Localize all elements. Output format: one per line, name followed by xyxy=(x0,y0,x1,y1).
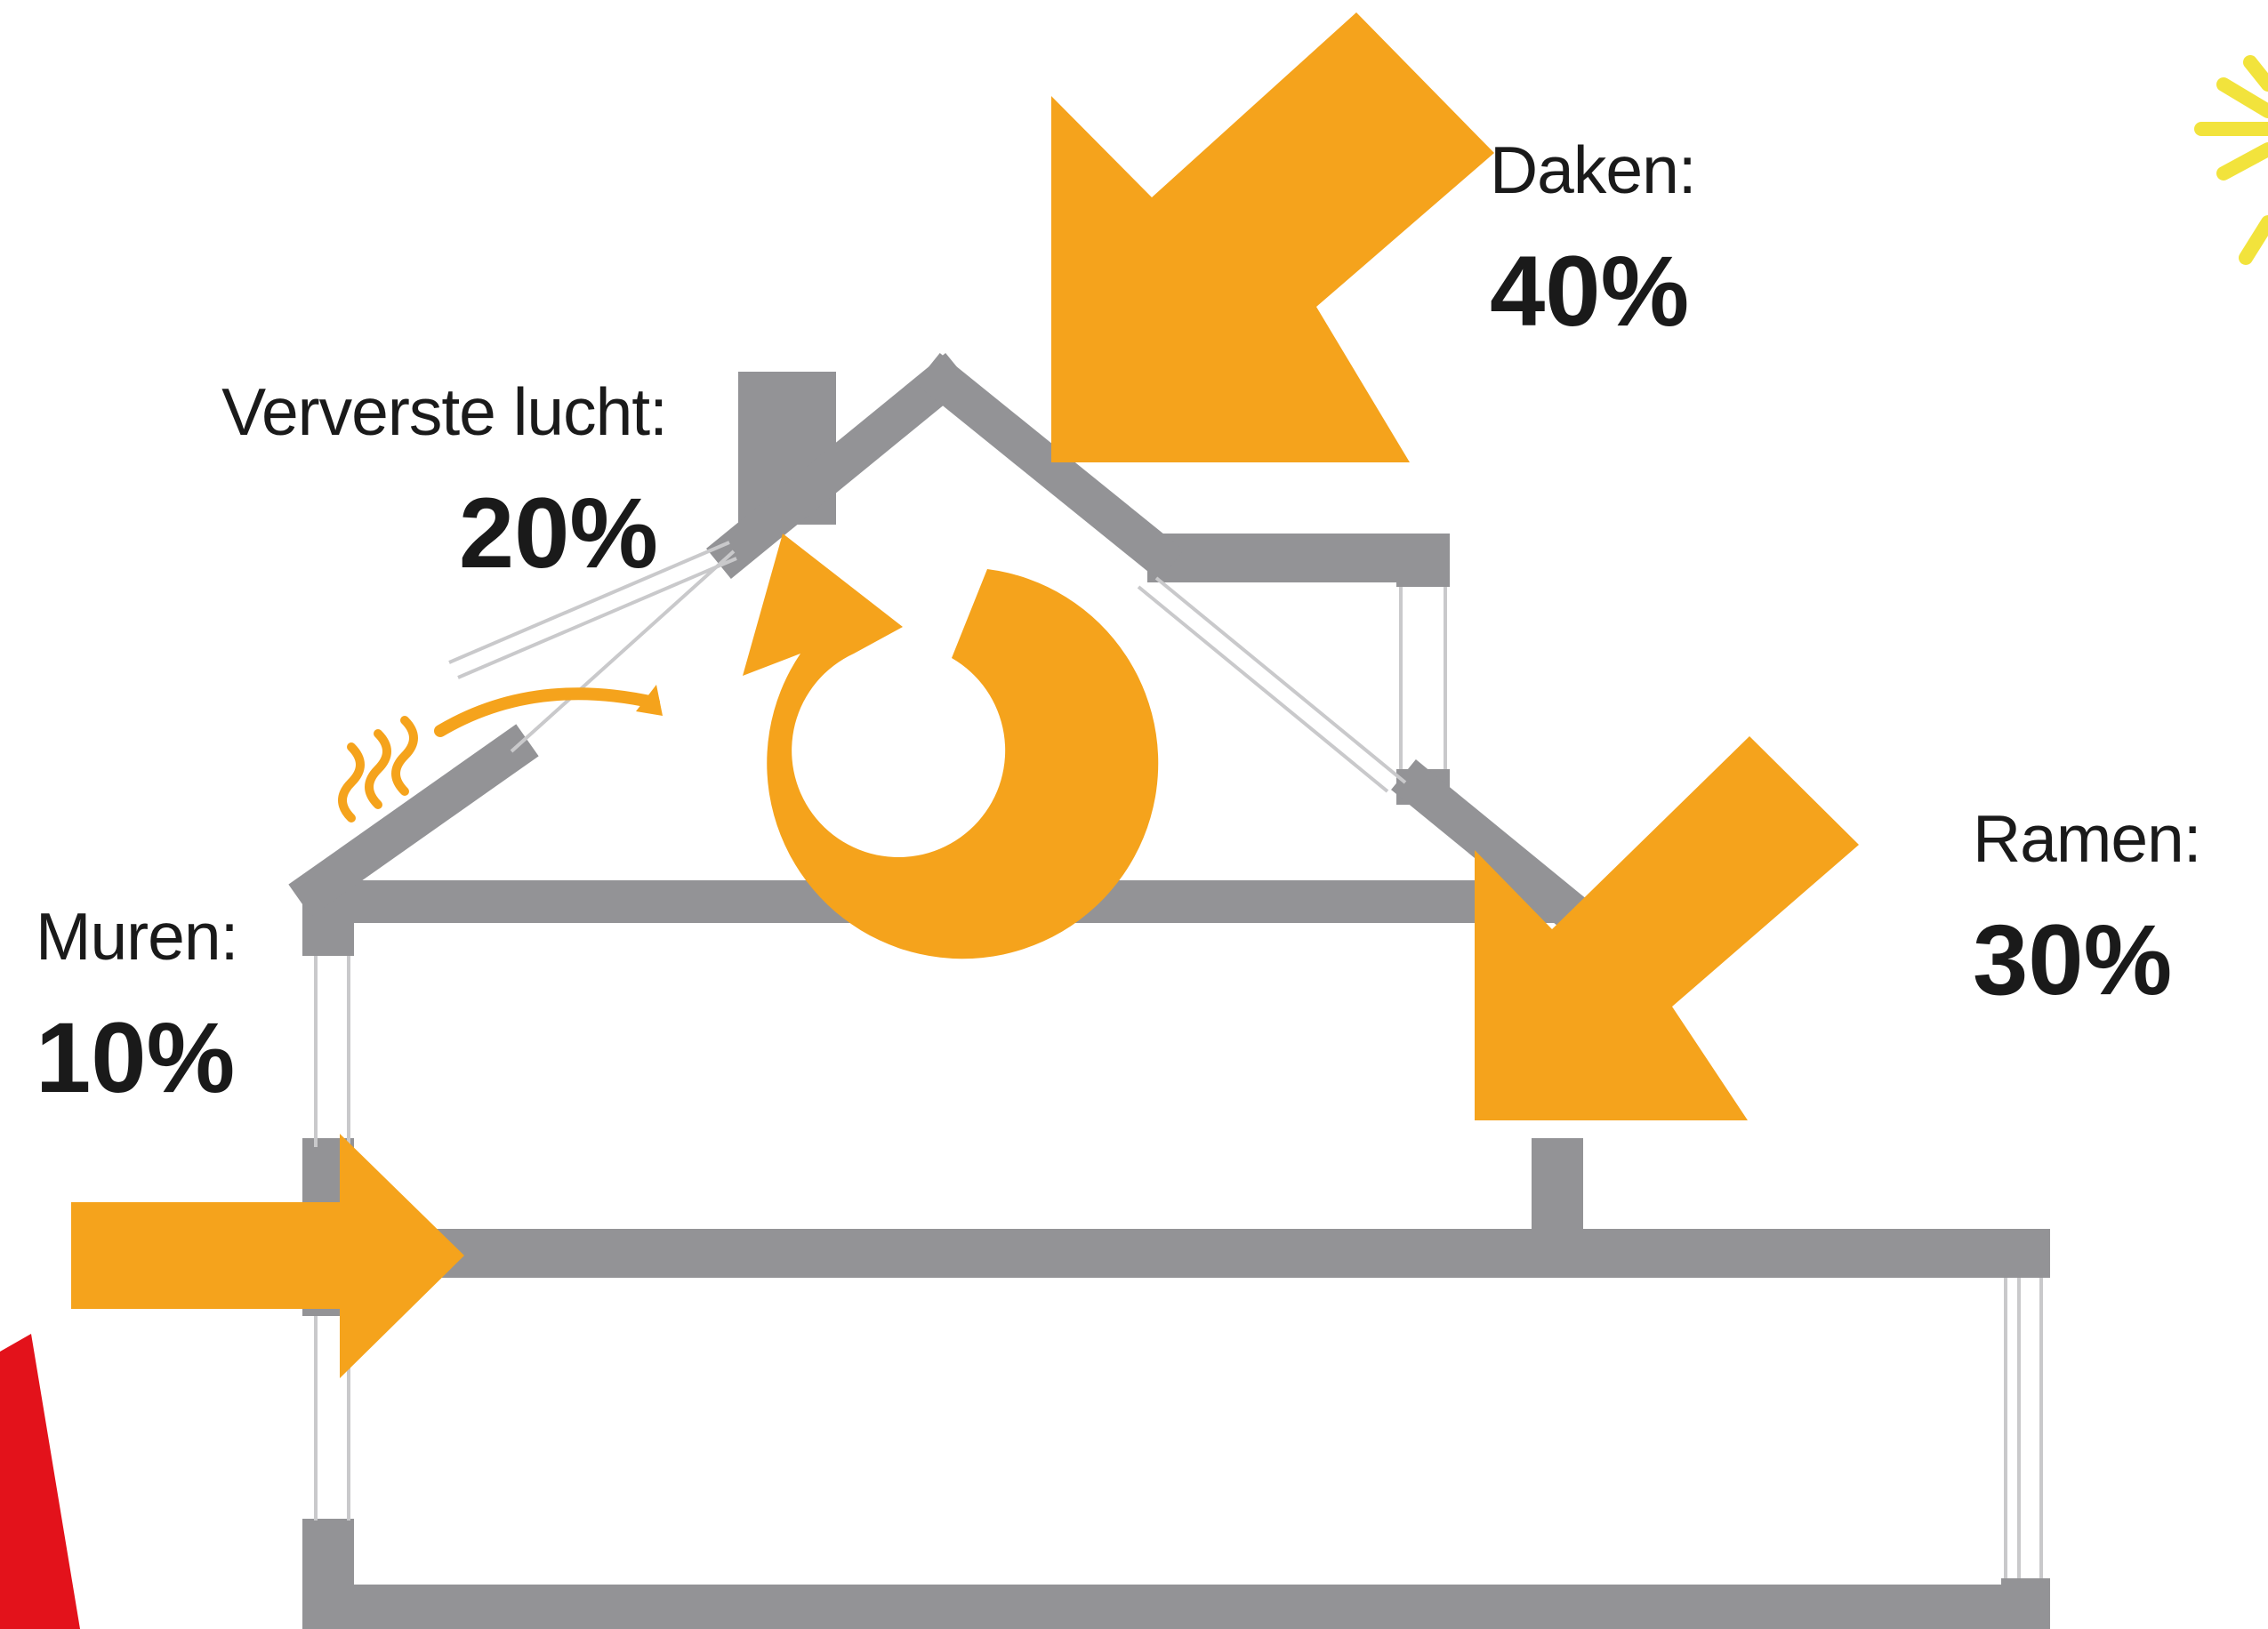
arrow-roof-icon xyxy=(1051,12,1494,462)
circular-air-arrow-icon xyxy=(743,534,1159,959)
heat-arrows xyxy=(71,12,1859,1378)
red-corner-shape xyxy=(0,1334,80,1629)
dormer-post xyxy=(1532,1138,1583,1236)
ververste-lucht-name: Ververste lucht: xyxy=(221,374,668,449)
arrow-window-icon xyxy=(1475,736,1859,1120)
ververste-lucht-value: 20% xyxy=(458,477,658,589)
muren-name: Muren: xyxy=(36,899,238,974)
window-lines xyxy=(314,541,2043,1578)
muren-value: 10% xyxy=(36,1002,236,1113)
label-daken: Daken: 40% xyxy=(1490,132,1697,347)
heat-wave-icon xyxy=(338,716,418,823)
roof-flat xyxy=(1147,534,1450,582)
arrow-wall-icon xyxy=(71,1134,464,1378)
daken-name: Daken: xyxy=(1490,132,1697,207)
label-ramen: Ramen: 30% xyxy=(1973,800,2202,1015)
ramen-name: Ramen: xyxy=(1973,801,2202,876)
airflow-curve xyxy=(434,687,660,737)
right-wall-top xyxy=(2001,1229,2050,1278)
roof-lines xyxy=(288,353,1593,935)
airflow-arrowhead xyxy=(636,685,663,716)
sun-icon xyxy=(2194,55,2268,265)
ramen-value: 30% xyxy=(1973,904,2173,1015)
middle-slab xyxy=(302,1229,2050,1278)
house-structure xyxy=(302,372,2050,1629)
left-wall-low xyxy=(302,1519,354,1629)
label-ververste-lucht: Ververste lucht: 20% xyxy=(138,373,668,589)
daken-value: 40% xyxy=(1490,236,1690,347)
right-wall-low xyxy=(2001,1578,2050,1629)
label-muren: Muren: 10% xyxy=(36,898,238,1113)
ground-slab xyxy=(302,1585,2050,1629)
